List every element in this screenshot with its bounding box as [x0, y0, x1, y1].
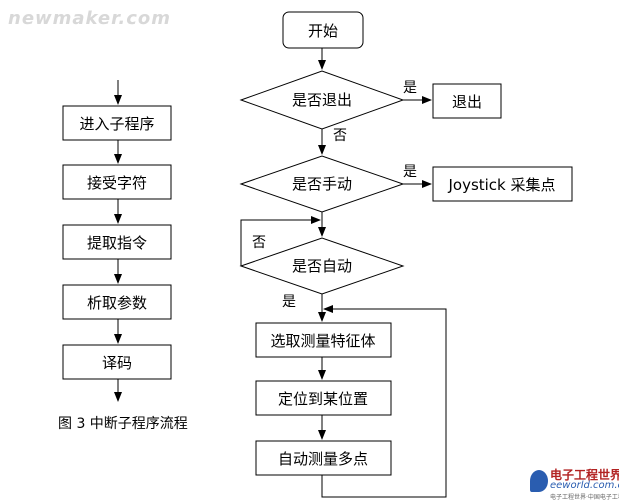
process-locate: [255, 380, 392, 416]
decision-exit-label: 是否退出: [292, 91, 352, 109]
no-label: 否: [333, 128, 347, 144]
figure-caption: 图 3 中断子程序流程: [58, 416, 188, 432]
left-step-label: 析取参数: [87, 294, 147, 312]
yes-label: 是: [282, 294, 296, 310]
logo-line1: 电子工程世界: [550, 468, 619, 482]
decision-auto: [239, 237, 405, 295]
logo-swoosh-icon: [530, 470, 548, 492]
process-measure: [255, 440, 392, 476]
exit-box-label: 退出: [452, 93, 482, 111]
eeworld-logo: 电子工程世界 eeworld.com.cn 电子工程世界·中国电子工程师社区: [528, 466, 619, 501]
yes-label: 是: [403, 80, 417, 96]
left-step-box: [62, 164, 172, 200]
left-step-box: [62, 105, 172, 141]
decision-auto-label: 是否自动: [292, 257, 352, 275]
left-step-box: [62, 344, 172, 380]
start-label: 开始: [308, 22, 338, 40]
process-select-feature-label: 选取测量特征体: [270, 332, 375, 350]
logo-line2: eeworld.com.cn: [550, 480, 619, 491]
left-step-label: 接受字符: [87, 174, 147, 192]
joystick-box: [432, 166, 573, 202]
yes-label: 是: [403, 164, 417, 180]
joystick-box-label: Joystick 采集点: [447, 176, 555, 194]
logo-line3: 电子工程世界·中国电子工程师社区: [550, 494, 619, 501]
right-flow: 开始 是否退出 是 退出 否 是否手动 是 Joystick 采集点 是否自动 …: [239, 11, 573, 498]
process-select-feature: [255, 322, 392, 358]
left-step-box: [62, 224, 172, 260]
no-label: 否: [252, 235, 266, 251]
left-flow: 进入子程序 接受字符 提取指令 析取参数 译码 图 3 中断子程序流程: [58, 80, 188, 432]
left-step-label: 译码: [102, 354, 132, 372]
loop-no-back-to-manual: [240, 216, 321, 266]
left-step-label: 进入子程序: [79, 115, 154, 133]
start-terminal: [282, 11, 364, 49]
left-step-box: [62, 284, 172, 320]
loop-back-to-select: [321, 305, 447, 498]
process-locate-label: 定位到某位置: [278, 390, 368, 408]
decision-manual-label: 是否手动: [292, 175, 352, 193]
exit-box: [432, 83, 502, 119]
watermark-text: newmaker.com: [8, 8, 172, 29]
left-step-label: 提取指令: [87, 234, 147, 252]
process-measure-label: 自动测量多点: [278, 450, 368, 468]
